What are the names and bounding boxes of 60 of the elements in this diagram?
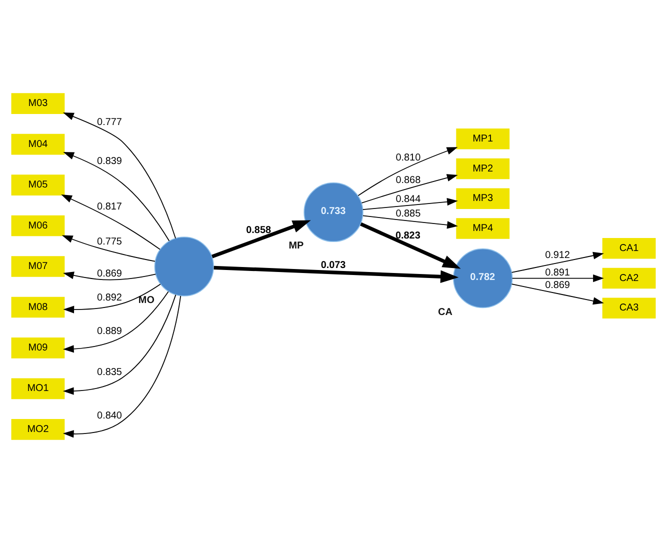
- node-box: M09: [11, 338, 65, 358]
- edge-label: 0.817: [97, 201, 122, 212]
- edge-label: 0.823: [396, 230, 420, 242]
- edge-label: 0.839: [97, 156, 122, 168]
- edge-label: 0.777: [97, 117, 122, 128]
- edge-label: 0.892: [97, 292, 122, 304]
- node-box: CA2: [602, 268, 656, 289]
- edge-label: 0.844: [396, 194, 421, 206]
- node-box: M06: [11, 215, 65, 236]
- edge-label: 0.840: [97, 410, 122, 422]
- arrow: [63, 272, 156, 280]
- edge-label: 0.835: [97, 366, 122, 378]
- arrow: [61, 194, 160, 250]
- node-box: MO2: [11, 419, 65, 440]
- node-box: CA3: [602, 298, 656, 319]
- arrow: [358, 147, 458, 196]
- edge-label: 0.869: [97, 268, 122, 280]
- edge-label: 0.869: [545, 280, 570, 292]
- edge-label: 0.868: [396, 175, 421, 186]
- node-box: MP4: [456, 218, 510, 239]
- arrow: [63, 284, 161, 314]
- arrow: [214, 266, 459, 283]
- arrow: [62, 291, 169, 353]
- edge-label: 0.775: [97, 236, 122, 248]
- arrow: [512, 274, 604, 282]
- arrow: [62, 294, 176, 395]
- arrow: [361, 174, 458, 204]
- node-box: M04: [11, 134, 65, 155]
- edge-label: 0.891: [545, 267, 570, 278]
- node-label: MO: [138, 294, 154, 306]
- edge-label: 0.073: [320, 260, 346, 272]
- node-box: M03: [11, 93, 65, 114]
- node-box: M07: [11, 256, 65, 277]
- node-circle: 0.782: [452, 248, 513, 308]
- node-circle: 0.733: [304, 182, 364, 242]
- arrow: [212, 220, 311, 258]
- node-box: MP1: [456, 128, 510, 150]
- node-label: CA: [438, 306, 452, 318]
- node-label: MP: [288, 240, 304, 252]
- arrow: [511, 252, 604, 273]
- edge-label: 0.885: [396, 208, 421, 220]
- arrow: [63, 152, 170, 242]
- arrow: [362, 215, 458, 229]
- arrow: [362, 198, 458, 210]
- arrow: [62, 295, 182, 438]
- node-circle: [154, 236, 214, 296]
- arrow: [360, 222, 461, 269]
- arrow: [62, 112, 176, 239]
- edge-label: 0.912: [545, 250, 570, 262]
- edge-label: 0.810: [396, 152, 421, 164]
- arrow: [511, 284, 604, 305]
- node-box: MO1: [11, 378, 65, 400]
- node-box: M08: [11, 296, 65, 318]
- node-box: CA1: [602, 238, 656, 259]
- edge-label: 0.858: [246, 224, 272, 236]
- arrow: [62, 235, 156, 262]
- node-box: MP2: [456, 158, 510, 180]
- node-box: MP3: [456, 188, 510, 210]
- node-box: M05: [11, 174, 65, 196]
- edge-label: 0.889: [97, 326, 122, 338]
